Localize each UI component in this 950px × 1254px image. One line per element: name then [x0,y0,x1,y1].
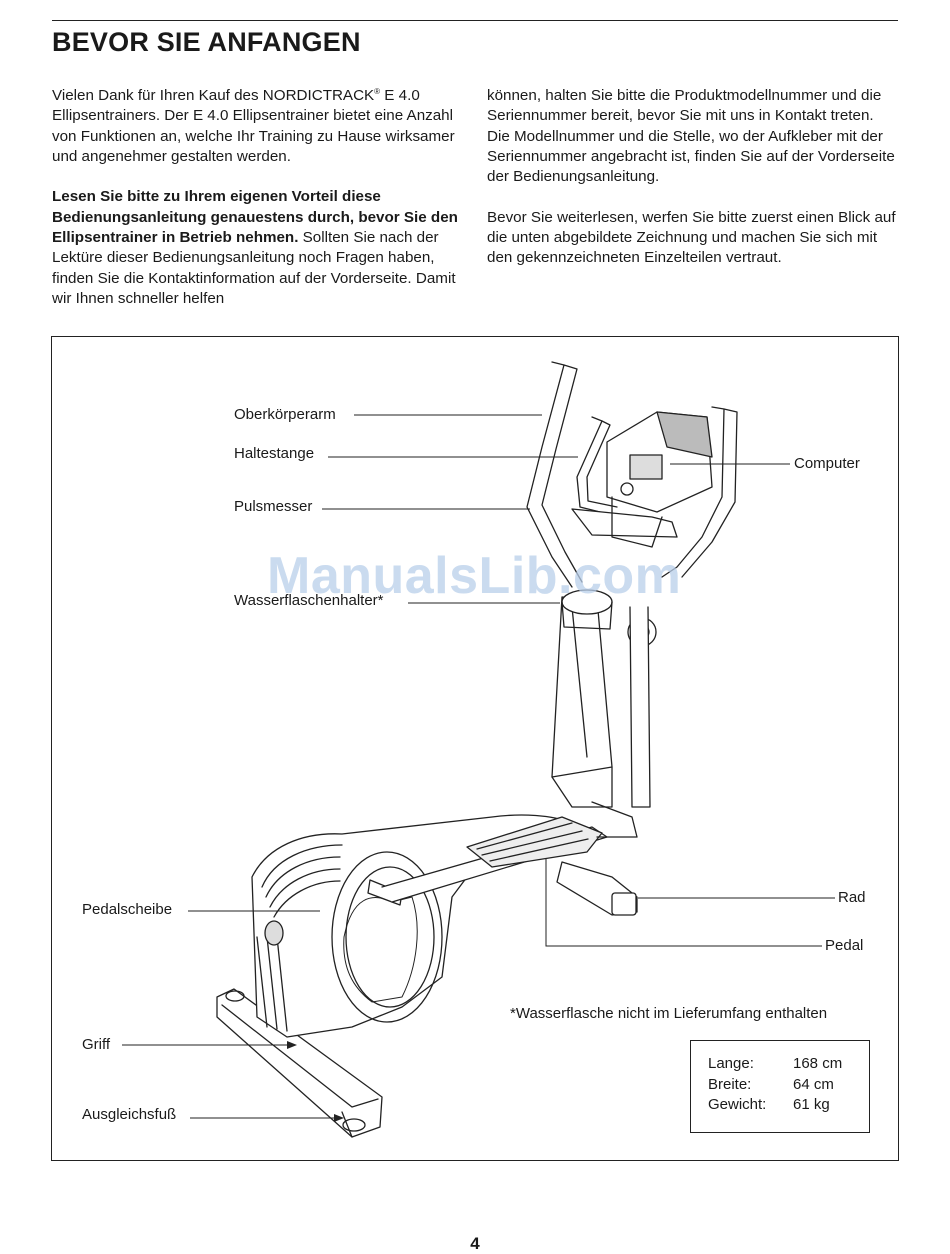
label-ausgleichsfuss: Ausgleichsfuß [82,1106,177,1123]
spec-row: Gewicht:61 kg [708,1096,830,1113]
label-griff: Griff [82,1036,111,1053]
label-haltestange: Haltestange [234,445,315,462]
label-pedalscheibe: Pedalscheibe [82,901,173,918]
intro-paragraph-2: Lesen Sie bitte zu Ihrem eigenen Vorteil… [52,188,458,307]
intro-left-column: Vielen Dank für Ihren Kauf des NORDICTRA… [52,86,462,330]
watermark: ManualsLib.com [267,547,682,605]
intro-paragraph-3: können, halten Sie bitte die Produktmode… [487,87,895,186]
label-oberkoerperarm: Oberkörperarm [234,406,336,423]
label-pulsmesser: Pulsmesser [234,498,313,515]
intro-paragraph-4: Bevor Sie weiterlesen, werfen Sie bitte … [487,208,896,267]
spec-row: Lange:168 cm [708,1055,843,1072]
footnote: *Wasserflasche nicht im Lieferumfang ent… [510,1005,828,1022]
intro-paragraph-1: Vielen Dank für Ihren Kauf des NORDICTRA… [52,87,455,165]
diagram-frame: ManualsLib.com Oberkörperarm Haltestange… [51,336,899,1161]
label-computer: Computer [794,455,860,472]
intro-right-column: können, halten Sie bitte die Produktmode… [487,86,897,289]
spec-row: Breite:64 cm [708,1075,834,1093]
label-wasserflaschenhalter: Wasserflaschenhalter* [234,592,384,609]
elliptical-trainer-drawing [122,361,835,1138]
label-pedal: Pedal [825,937,864,954]
top-rule [52,20,898,21]
registered-mark: ® [374,87,381,96]
page-title: BEVOR SIE ANFANGEN [52,27,361,57]
intro-bold-notice: Lesen Sie bitte zu Ihrem eigenen Vorteil… [52,188,458,247]
label-rad: Rad [838,889,866,906]
page-number: 4 [470,1234,480,1253]
specs-box: Lange:168 cm Breite:64 cm Gewicht:61 kg [690,1040,870,1133]
